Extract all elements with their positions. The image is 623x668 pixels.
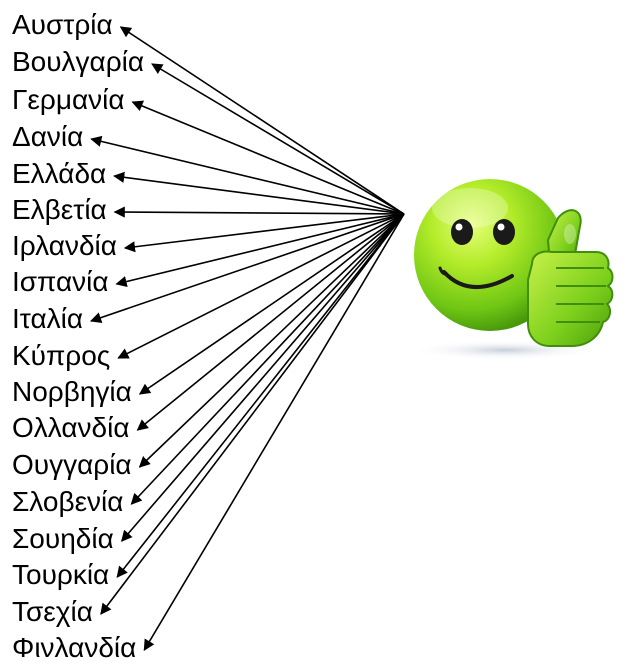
- arrow-connector: [130, 213, 405, 505]
- arrow-connector: [113, 206, 405, 218]
- country-label: Ισπανία: [12, 266, 109, 297]
- country-label: Αυστρία: [12, 9, 113, 40]
- country-label: Γερμανία: [12, 84, 125, 115]
- country-label: Νορβηγία: [12, 376, 132, 407]
- arrow-connector: [138, 213, 405, 395]
- country-label: Κύπρος: [12, 340, 111, 371]
- country-label: Σλοβενία: [12, 486, 124, 517]
- country-label: Βουλγαρία: [12, 46, 145, 77]
- country-label: Σουηδία: [12, 523, 114, 554]
- country-label: Τσεχία: [12, 596, 93, 627]
- arrow-connector: [89, 213, 405, 324]
- arrow-connector: [123, 213, 405, 253]
- arrow-connector: [143, 213, 405, 651]
- arrow-connector: [90, 135, 405, 215]
- arrow-connector: [113, 171, 405, 215]
- country-label: Ελβετία: [12, 194, 107, 225]
- arrow-connector: [115, 213, 405, 288]
- country-label: Φινλανδία: [12, 632, 137, 663]
- arrow-connector: [131, 100, 405, 215]
- arrow-connector: [119, 26, 405, 215]
- country-label: Ιρλανδία: [12, 230, 117, 261]
- arrow-connector: [121, 213, 405, 542]
- country-label: Ιταλία: [12, 303, 84, 334]
- country-label: Ελλάδα: [12, 158, 107, 189]
- arrow-connector: [136, 213, 405, 431]
- arrow-group: [89, 26, 405, 651]
- country-label: Ουγγαρία: [12, 449, 132, 480]
- country-label: Ολλανδία: [12, 412, 130, 443]
- arrow-connector: [138, 213, 405, 468]
- country-label: Δανία: [12, 121, 84, 152]
- arrow-connector: [151, 63, 405, 215]
- arrow-connector: [117, 213, 405, 359]
- arrow-connector: [100, 213, 405, 615]
- country-label: Τουρκία: [12, 559, 110, 590]
- arrow-connector: [116, 213, 405, 578]
- thumbs-up-smiley-icon: [410, 179, 614, 360]
